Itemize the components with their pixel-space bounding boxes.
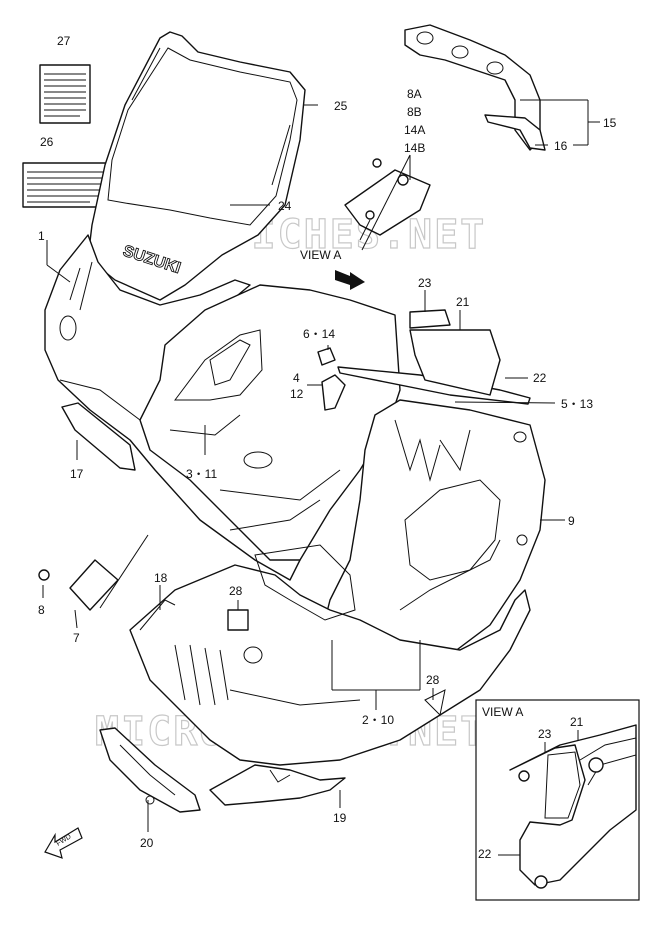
- callout-15: 15: [603, 116, 617, 130]
- callout-20: 20: [140, 836, 154, 850]
- callout-7: 7: [73, 631, 80, 645]
- callout-25: 25: [334, 99, 348, 113]
- inner-panel: [139, 284, 401, 561]
- bracket-18: [139, 599, 176, 631]
- callout-9: 9: [568, 514, 575, 528]
- under-cowling: [209, 764, 346, 806]
- inner-trim-pieces: [409, 309, 501, 396]
- callout-23: 23: [418, 276, 432, 290]
- callout-28-right: 28: [426, 673, 440, 687]
- lower-side-panel: [99, 727, 201, 813]
- fwd-text: FWD: [55, 833, 72, 847]
- callout-24: 24: [278, 199, 292, 213]
- callout-17: 17: [70, 467, 84, 481]
- callout-labels: 27 26 25 24 1 8A 8B 14A 14B 15 16 23 21 …: [38, 34, 617, 861]
- clips: [317, 347, 346, 411]
- small-bracket: [344, 158, 431, 236]
- callout-8A: 8A: [407, 87, 422, 101]
- callout-18: 18: [154, 571, 168, 585]
- callout-14A: 14A: [404, 123, 425, 137]
- inset-callout-22: 22: [478, 847, 492, 861]
- callout-8B: 8B: [407, 105, 422, 119]
- callout-1: 1: [38, 229, 45, 243]
- callout-3-11: 3・11: [186, 467, 217, 481]
- callout-19: 19: [333, 811, 347, 825]
- callout-28-left: 28: [229, 584, 243, 598]
- callout-8: 8: [38, 603, 45, 617]
- callout-27: 27: [57, 34, 71, 48]
- callout-12: 12: [290, 387, 304, 401]
- fwd-arrow-icon: FWD: [44, 827, 83, 859]
- windscreen: SUZUKI: [87, 31, 306, 301]
- air-duct-panel: [61, 402, 136, 471]
- callout-26: 26: [40, 135, 54, 149]
- callout-14B: 14B: [404, 141, 425, 155]
- leader-lines: [42, 99, 600, 856]
- pad-28: [227, 609, 249, 631]
- round-cover: [38, 559, 119, 611]
- inset-title: VIEW A: [482, 705, 523, 719]
- callout-21: 21: [456, 295, 470, 309]
- label-sticker-27: [39, 64, 91, 124]
- view-arrow: [335, 270, 365, 290]
- callout-22: 22: [533, 371, 547, 385]
- callout-2-10: 2・10: [362, 713, 394, 727]
- callout-6-14: 6・14: [303, 327, 335, 341]
- callout-5-13: 5・13: [561, 397, 593, 411]
- label-sticker-26: [22, 162, 109, 208]
- callout-4: 4: [293, 371, 300, 385]
- inset-callout-23: 23: [538, 727, 552, 741]
- view-a-label: VIEW A: [300, 248, 341, 262]
- callout-16: 16: [554, 139, 568, 153]
- inset-view-a: [475, 699, 640, 901]
- meter-panel: [404, 24, 546, 151]
- inset-callout-21: 21: [570, 715, 584, 729]
